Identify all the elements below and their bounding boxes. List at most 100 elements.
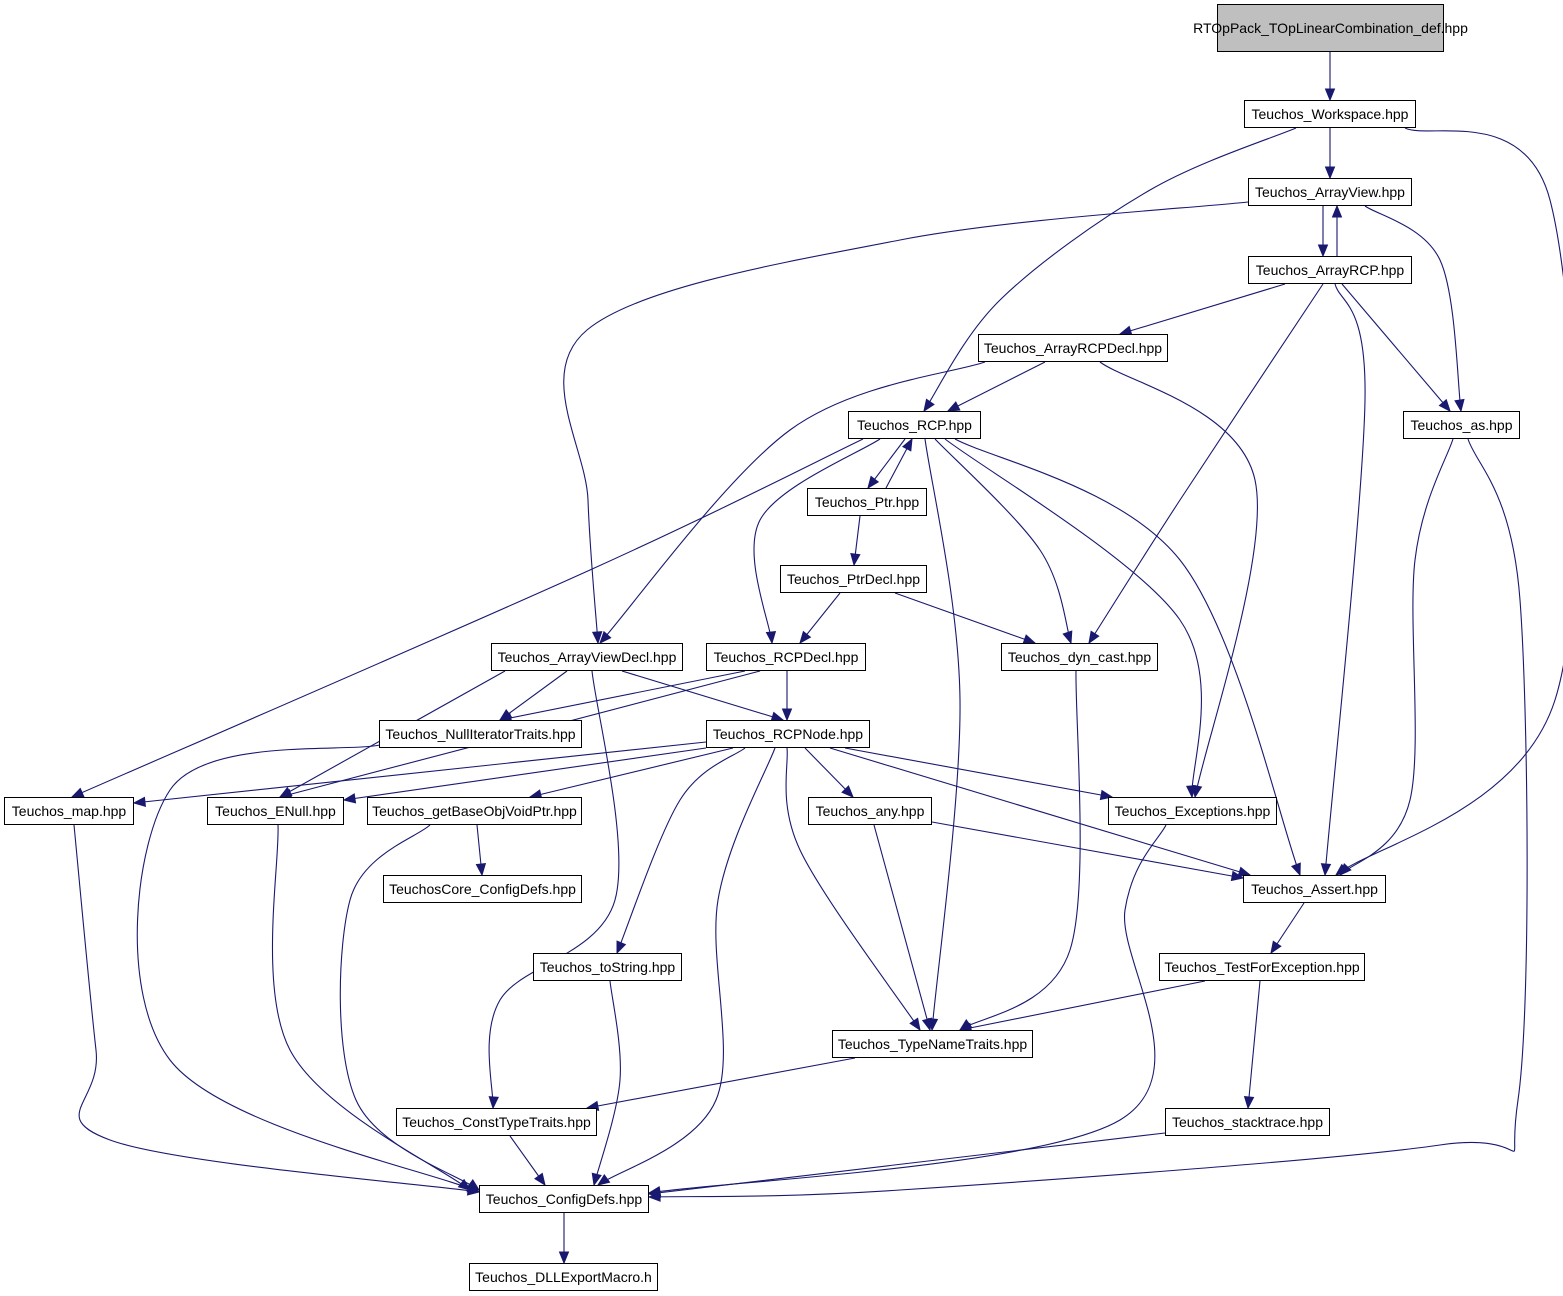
node-teuchos-ptr[interactable]: Teuchos_Ptr.hpp — [807, 488, 927, 516]
edge-arrayrcp-to-as — [1341, 283, 1451, 412]
edge-arrayrcp-to-assert — [1324, 283, 1366, 876]
edge-rcpnode-to-typename — [785, 747, 921, 1031]
arrowhead-arrayviewdecl-to-consttype — [488, 1096, 499, 1110]
arrowhead-rcpnode-to-tostring — [616, 940, 627, 955]
arrowhead-rcp-to-exceptions — [1185, 785, 1197, 799]
node-teuchos-map[interactable]: Teuchos_map.hpp — [4, 797, 134, 825]
edge-as-to-assert — [1339, 438, 1454, 876]
edge-arrayrcpdecl-to-rcp — [947, 361, 1046, 412]
arrowhead-arrayview-to-as — [1454, 398, 1465, 413]
arrowhead-arrayrcp-to-assert — [1320, 863, 1332, 877]
edge-arrayview-to-arrayviewdecl — [563, 201, 1249, 644]
edge-workspace-to-assert — [1335, 127, 1563, 876]
edge-testforexc-to-typename — [959, 980, 1206, 1031]
edge-rcp-to-map — [71, 438, 864, 798]
arrowhead-arrayview-to-arrayviewdecl — [591, 631, 603, 645]
arrowhead-ptr-to-ptrdecl — [850, 552, 861, 567]
node-teuchos-workspace[interactable]: Teuchos_Workspace.hpp — [1244, 100, 1416, 128]
edge-rcp-to-exceptions — [944, 438, 1202, 798]
arrowhead-tostring-to-configdefs — [591, 1172, 602, 1187]
node-teuchos-configdefs[interactable]: Teuchos_ConfigDefs.hpp — [479, 1185, 649, 1213]
node-teuchos-arrayviewdecl[interactable]: Teuchos_ArrayViewDecl.hpp — [491, 643, 683, 671]
edge-rcpnode-to-tostring — [616, 747, 746, 954]
node-teuchos-enull[interactable]: Teuchos_ENull.hpp — [207, 797, 344, 825]
arrowhead-any-to-typename — [921, 1017, 933, 1032]
edge-rcpnode-to-enull — [343, 747, 707, 801]
edge-stacktrace-to-configdefs — [648, 1132, 1166, 1195]
arrowhead-rcpnode-to-map — [132, 796, 146, 807]
arrowhead-arrayrcp-to-arrayview — [1331, 204, 1343, 218]
node-teuchos-rcpnode[interactable]: Teuchos_RCPNode.hpp — [706, 720, 870, 748]
node-teuchos-assert[interactable]: Teuchos_Assert.hpp — [1243, 875, 1386, 903]
arrowhead-rcp-to-rcpdecl — [765, 631, 777, 645]
edge-arrayviewdecl-to-rcpnode — [621, 670, 784, 721]
node-teuchos-rcpdecl[interactable]: Teuchos_RCPDecl.hpp — [706, 643, 866, 671]
arrowhead-workspace-to-arrayview — [1324, 166, 1336, 180]
arrowhead-assert-to-testforexc — [1270, 940, 1282, 955]
arrowhead-rcp-to-map — [70, 787, 85, 798]
arrowhead-root-to-workspace — [1324, 88, 1336, 102]
arrowhead-testforexc-to-stacktrace — [1243, 1096, 1255, 1110]
arrowhead-arrayrcpdecl-to-rcp — [946, 401, 961, 412]
arrowhead-arrayrcp-to-as — [1438, 398, 1451, 413]
edge-arrayviewdecl-to-nulliter — [499, 670, 568, 721]
arrowhead-rcp-to-assert — [1291, 862, 1301, 877]
node-teuchos-dyn-cast[interactable]: Teuchos_dyn_cast.hpp — [1001, 643, 1158, 671]
edge-rcp-to-typename — [924, 438, 961, 1031]
arrowhead-rcpnode-to-enull — [342, 793, 357, 804]
edge-rcpnode-to-getbase — [529, 747, 734, 798]
node-teuchos-as[interactable]: Teuchos_as.hpp — [1403, 411, 1520, 439]
node-teuchos-getbaseobjvoidptr[interactable]: Teuchos_getBaseObjVoidPtr.hpp — [367, 797, 582, 825]
arrowhead-rcp-to-ptr — [867, 475, 880, 490]
edge-rcpdecl-to-nulliter — [499, 670, 746, 721]
node-teuchos-typenametraits[interactable]: Teuchos_TypeNameTraits.hpp — [832, 1030, 1033, 1058]
node-teuchos-tostring[interactable]: Teuchos_toString.hpp — [533, 953, 682, 981]
edge-any-to-assert — [931, 821, 1244, 879]
edge-arrayrcpdecl-to-arrayviewdecl — [599, 361, 986, 644]
arrowhead-configdefs-to-dllexport — [558, 1251, 570, 1265]
edge-testforexc-to-stacktrace — [1247, 980, 1261, 1109]
node-teuchos-consttypetraits[interactable]: Teuchos_ConstTypeTraits.hpp — [396, 1108, 597, 1136]
edge-rcpnode-to-exceptions — [844, 747, 1113, 798]
node-teuchos-arrayview[interactable]: Teuchos_ArrayView.hpp — [1248, 178, 1412, 206]
edge-workspace-to-rcp — [923, 127, 1297, 412]
edge-nulliter-to-configdefs — [136, 744, 480, 1193]
arrowhead-arrayview-to-arrayrcp — [1317, 244, 1329, 258]
edge-typename-to-consttype — [586, 1057, 856, 1109]
node-teuchos-dllexportmacro[interactable]: Teuchos_DLLExportMacro.h — [469, 1263, 658, 1291]
node-rtoppack-toplinearcombination-def[interactable]: RTOpPack_TOpLinearCombination_def.hpp — [1193, 4, 1468, 52]
node-teuchos-arrayrcpdecl[interactable]: Teuchos_ArrayRCPDecl.hpp — [978, 334, 1168, 362]
edge-arrayrcp-to-dyncast — [1088, 283, 1324, 644]
node-teuchos-testforexception[interactable]: Teuchos_TestForException.hpp — [1159, 953, 1365, 981]
node-teuchos-nulliteratortraits[interactable]: Teuchos_NullIteratorTraits.hpp — [379, 720, 582, 748]
edge-arrayrcp-to-arrayrcpdecl — [1119, 283, 1286, 335]
arrowhead-rcpnode-to-typename — [909, 1017, 921, 1032]
arrowhead-workspace-to-rcp — [923, 398, 935, 413]
arrowhead-as-to-assert — [1339, 863, 1352, 876]
node-teuchos-stacktrace[interactable]: Teuchos_stacktrace.hpp — [1165, 1108, 1330, 1136]
edge-rcpnode-to-assert — [829, 747, 1251, 876]
edge-rcpnode-to-configdefs — [597, 747, 776, 1186]
arrowhead-ptrdecl-to-rcpdecl — [799, 630, 812, 645]
edge-any-to-typename — [873, 824, 931, 1031]
edge-getbase-to-configdefs — [339, 824, 480, 1191]
edge-tostring-to-configdefs — [593, 980, 621, 1186]
arrowhead-rcp-to-dyncast — [1062, 630, 1073, 645]
arrowhead-rcpnode-to-any — [841, 785, 854, 798]
node-teuchos-arrayrcp[interactable]: Teuchos_ArrayRCP.hpp — [1248, 256, 1412, 284]
arrowhead-stacktrace-to-configdefs — [647, 1187, 662, 1198]
edge-exceptions-to-configdefs — [648, 824, 1167, 1194]
node-teuchos-rcp[interactable]: Teuchos_RCP.hpp — [848, 411, 981, 439]
edge-ptrdecl-to-dyncast — [894, 592, 1036, 644]
node-teuchos-exceptions[interactable]: Teuchos_Exceptions.hpp — [1108, 797, 1277, 825]
arrowhead-rcpdecl-to-rcpnode — [781, 708, 793, 722]
edge-arrayviewdecl-to-consttype — [488, 670, 620, 1109]
arrowhead-any-to-assert — [1230, 870, 1245, 882]
edge-as-to-configdefs — [648, 438, 1528, 1198]
node-teuchos-any[interactable]: Teuchos_any.hpp — [808, 797, 932, 825]
arrowhead-getbase-to-configdefs — [466, 1178, 481, 1191]
edge-dyncast-to-typename — [959, 670, 1081, 1031]
node-teuchos-ptrdecl[interactable]: Teuchos_PtrDecl.hpp — [780, 565, 927, 593]
node-teuchoscore-configdefs[interactable]: TeuchosCore_ConfigDefs.hpp — [383, 875, 582, 903]
